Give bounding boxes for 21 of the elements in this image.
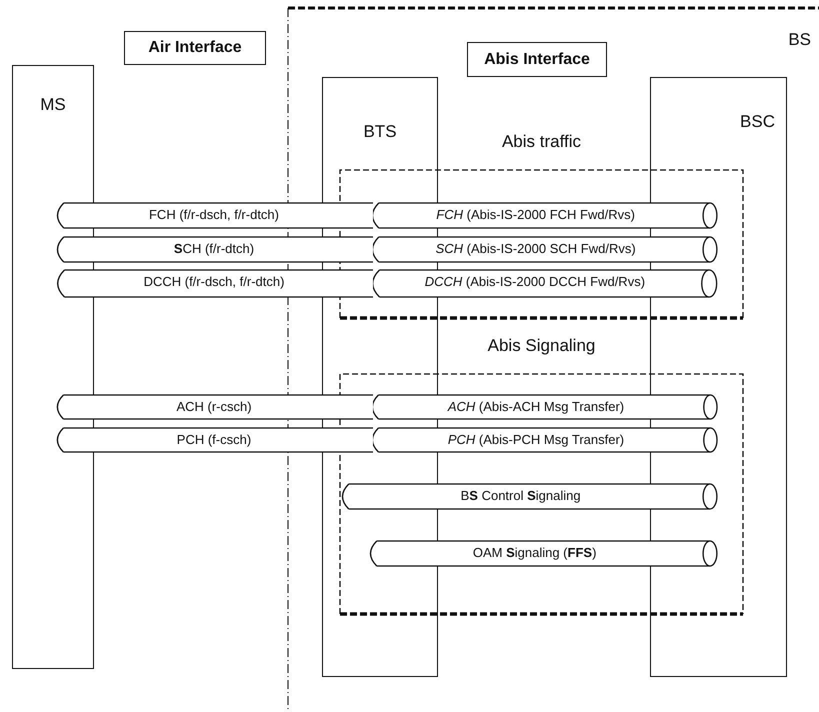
element-name: BSC [740,112,775,132]
interface-name: Air Interface [148,39,242,57]
interface-label-box [124,31,266,65]
channel-label: PCH (Abis-PCH Msg Transfer) [446,432,626,447]
region-name: BS [788,30,811,50]
channel-label: ACH (r-csch) [174,399,254,414]
element-name: BTS [363,122,397,142]
channel-label: DCCH (f/r-dsch, f/r-dtch) [142,274,286,289]
channel-label: DCCH (Abis-IS-2000 DCCH Fwd/Rvs) [422,274,648,289]
channel-label: SCH (Abis-IS-2000 SCH Fwd/Rvs) [434,241,638,256]
channel-label: BS Control Signaling [458,488,583,503]
group-heading: Abis traffic [502,132,582,152]
channel-label: SCH (f/r-dtch) [172,241,256,256]
channel-label: ACH (Abis-ACH Msg Transfer) [446,399,626,414]
channel-label: FCH (Abis-IS-2000 FCH Fwd/Rvs) [434,207,637,222]
group-heading: Abis Signaling [488,336,596,356]
interface-name: Abis Interface [484,50,590,68]
channel-label: OAM Signaling (FFS) [470,545,598,560]
element-name: MS [40,95,66,115]
interface-label-box [467,42,607,77]
channel-label: PCH (f-csch) [174,432,254,447]
